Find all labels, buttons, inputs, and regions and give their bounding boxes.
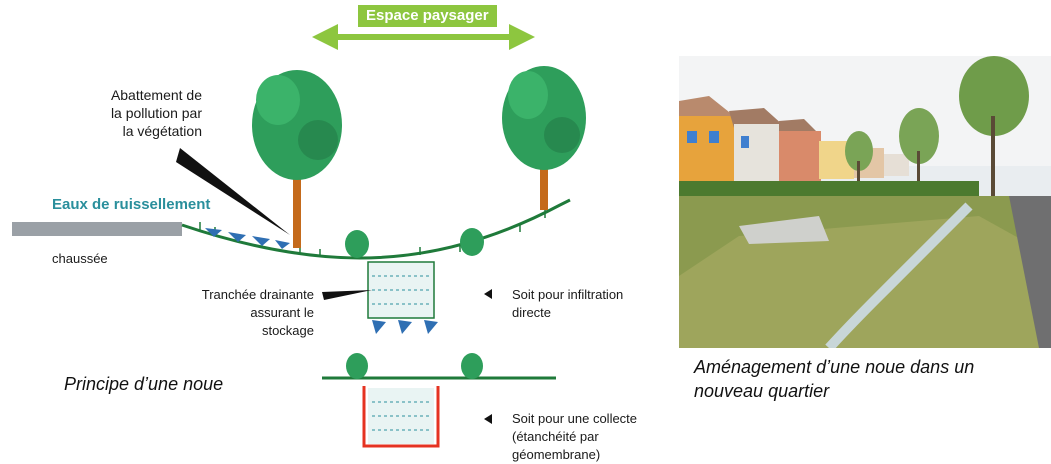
collection-trench — [362, 386, 440, 448]
landscape-space-arrow — [312, 24, 535, 50]
pollution-label-line-2: la pollution par — [110, 105, 202, 121]
infiltration-label-line-1: Soit pour infiltration — [512, 287, 624, 302]
trench-label: Tranchée drainante assurant le stockage — [196, 286, 314, 340]
trench-pointer — [322, 290, 372, 300]
shrub-lower-right — [461, 353, 483, 379]
photo-water-channel — [825, 202, 973, 348]
geomembrane — [362, 386, 440, 448]
collection-label: Soit pour une collecte (étanchéité par g… — [512, 410, 637, 464]
photo-caption-line-1: Aménagement d’une noue dans un — [694, 357, 975, 377]
road-slab — [12, 222, 182, 236]
collection-marker — [484, 414, 492, 424]
shrub-lower-left — [346, 353, 368, 379]
collection-label-line-3: géomembrane) — [512, 447, 601, 462]
trench-label-line-1: Tranchée drainante — [201, 287, 314, 302]
road-label: chaussée — [52, 251, 108, 266]
photo-caption-line-2: nouveau quartier — [694, 381, 830, 401]
runoff-label: Eaux de ruissellement — [52, 196, 211, 213]
trench-label-line-2: assurant le — [250, 305, 314, 320]
pollution-pointer — [176, 148, 290, 235]
swale-diagram — [12, 24, 586, 448]
diagram-caption: Principe d’une noue — [64, 374, 224, 394]
runoff-arrows — [205, 228, 290, 249]
infiltration-label-line-2: directe — [512, 305, 552, 320]
pollution-label: Abattement de la pollution par la végéta… — [62, 86, 202, 140]
swale-photo — [679, 56, 1051, 348]
infiltration-label: Soit pour infiltration directe — [512, 286, 623, 322]
pollution-label-line-1: Abattement de — [110, 87, 202, 103]
pollution-label-line-3: la végétation — [122, 123, 202, 139]
tree-left — [252, 70, 342, 248]
collection-label-line-1: Soit pour une collecte — [512, 411, 638, 426]
photo-culvert — [739, 216, 829, 244]
shrub-right — [460, 228, 484, 256]
photo-road — [1009, 196, 1051, 348]
shrub-left — [345, 230, 369, 258]
infiltration-marker — [484, 289, 492, 299]
trench-label-line-3: stockage — [261, 323, 314, 338]
photo-houses — [679, 96, 909, 186]
collection-label-line-2: (étanchéité par — [512, 429, 599, 444]
landscape-space-label: Espace paysager — [358, 5, 497, 27]
ground-profile — [181, 198, 571, 260]
photo-swale-bank — [679, 216, 1051, 348]
photo-caption: Aménagement d’une noue dans un nouveau q… — [694, 355, 974, 403]
infiltration-arrows — [372, 320, 438, 334]
drainage-trench — [367, 261, 435, 319]
tree-right — [502, 66, 586, 210]
